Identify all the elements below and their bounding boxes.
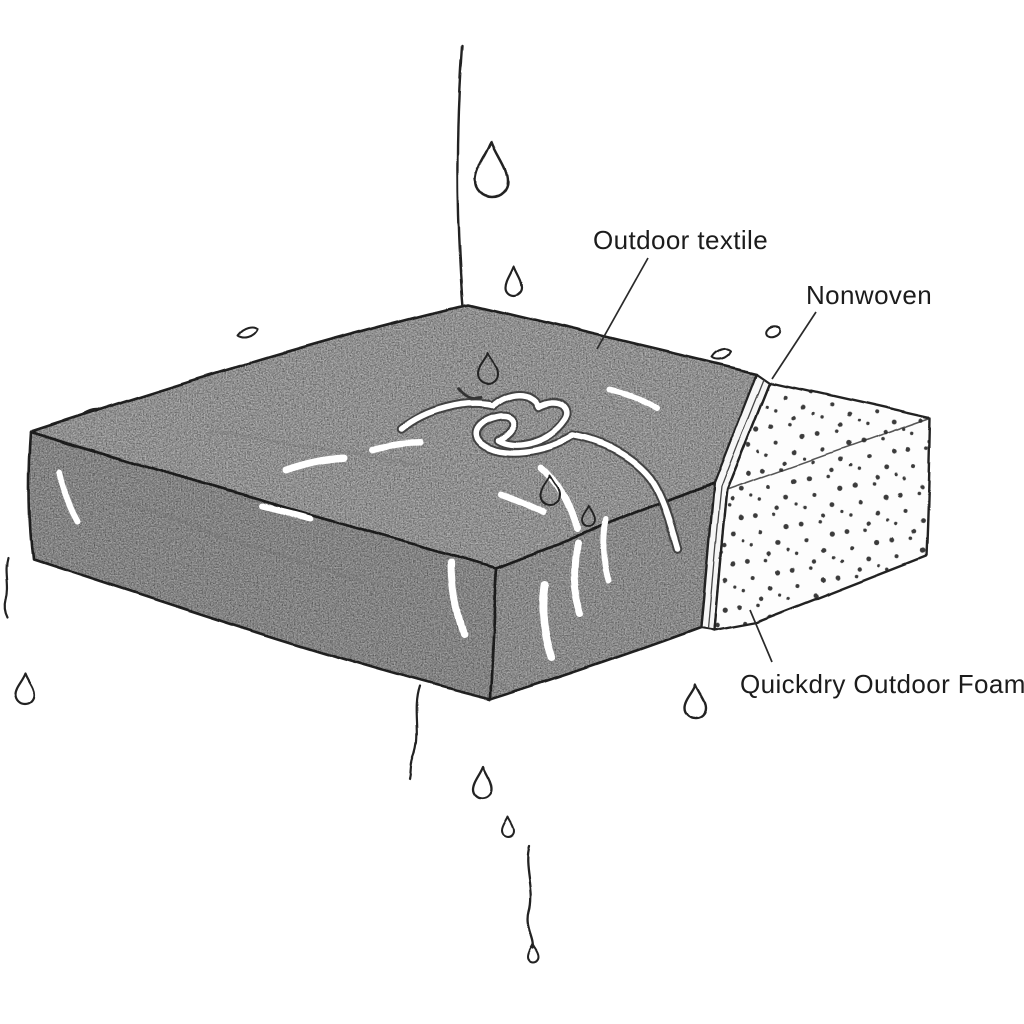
splash-streak-3 (369, 440, 423, 453)
runoff-drip-5 (57, 469, 81, 523)
runoff-drip-3 (599, 519, 611, 582)
splash-impact-mark (456, 388, 482, 402)
splash-streak-4 (259, 503, 313, 521)
leader-line-quickdry-foam (749, 609, 773, 663)
splash-streak-1 (536, 464, 580, 534)
annotations: Outdoor textile Nonwoven Quickdry Outdoo… (593, 225, 1024, 699)
splash-droplet-left-icon (235, 327, 257, 339)
label-quickdry-foam: Quickdry Outdoor Foam (740, 669, 1024, 699)
drop-below-foam-icon (683, 682, 708, 719)
water-splash-group (57, 353, 683, 662)
drop-lower-left-icon (13, 670, 36, 704)
textile-wrinkle-line-1 (118, 498, 362, 582)
drop-bottom-small-icon (501, 816, 515, 838)
label-outdoor-textile: Outdoor textile (593, 225, 768, 255)
runoff-drip-4 (448, 558, 468, 638)
splash-droplet-right-icon (711, 348, 732, 360)
splash-streak-5 (607, 387, 659, 411)
label-nonwoven: Nonwoven (806, 280, 932, 310)
long-drip-line (525, 844, 534, 950)
runoff-drip-2 (570, 540, 585, 617)
surface-drop-3-icon (580, 507, 595, 530)
splash-droplet-upper-right-icon (764, 324, 782, 338)
runoff-drip-1 (539, 580, 556, 662)
nonwoven-band-midline (707, 377, 765, 630)
surface-drop-2-icon (538, 475, 560, 507)
water-runoff-group (4, 556, 708, 964)
quickdry-foam-layer (712, 380, 932, 632)
splash-streak-6 (497, 491, 545, 515)
left-edge-trickle-line (4, 556, 10, 620)
water-drop-small-icon (503, 264, 523, 297)
leader-line-outdoor-textile (596, 257, 649, 350)
foam-top-crease-line (726, 417, 931, 491)
leader-line-nonwoven (771, 311, 817, 380)
water-drop-large-icon (474, 140, 510, 199)
long-drip-end-drop-icon (526, 943, 539, 964)
drop-bottom-center-icon (472, 764, 495, 800)
trickle-below-front-line (408, 686, 422, 780)
textile-wrinkle-line-2 (208, 430, 422, 466)
splash-streak-2 (282, 454, 348, 474)
surface-drop-1-icon (476, 353, 498, 385)
splash-swirl (397, 392, 681, 551)
